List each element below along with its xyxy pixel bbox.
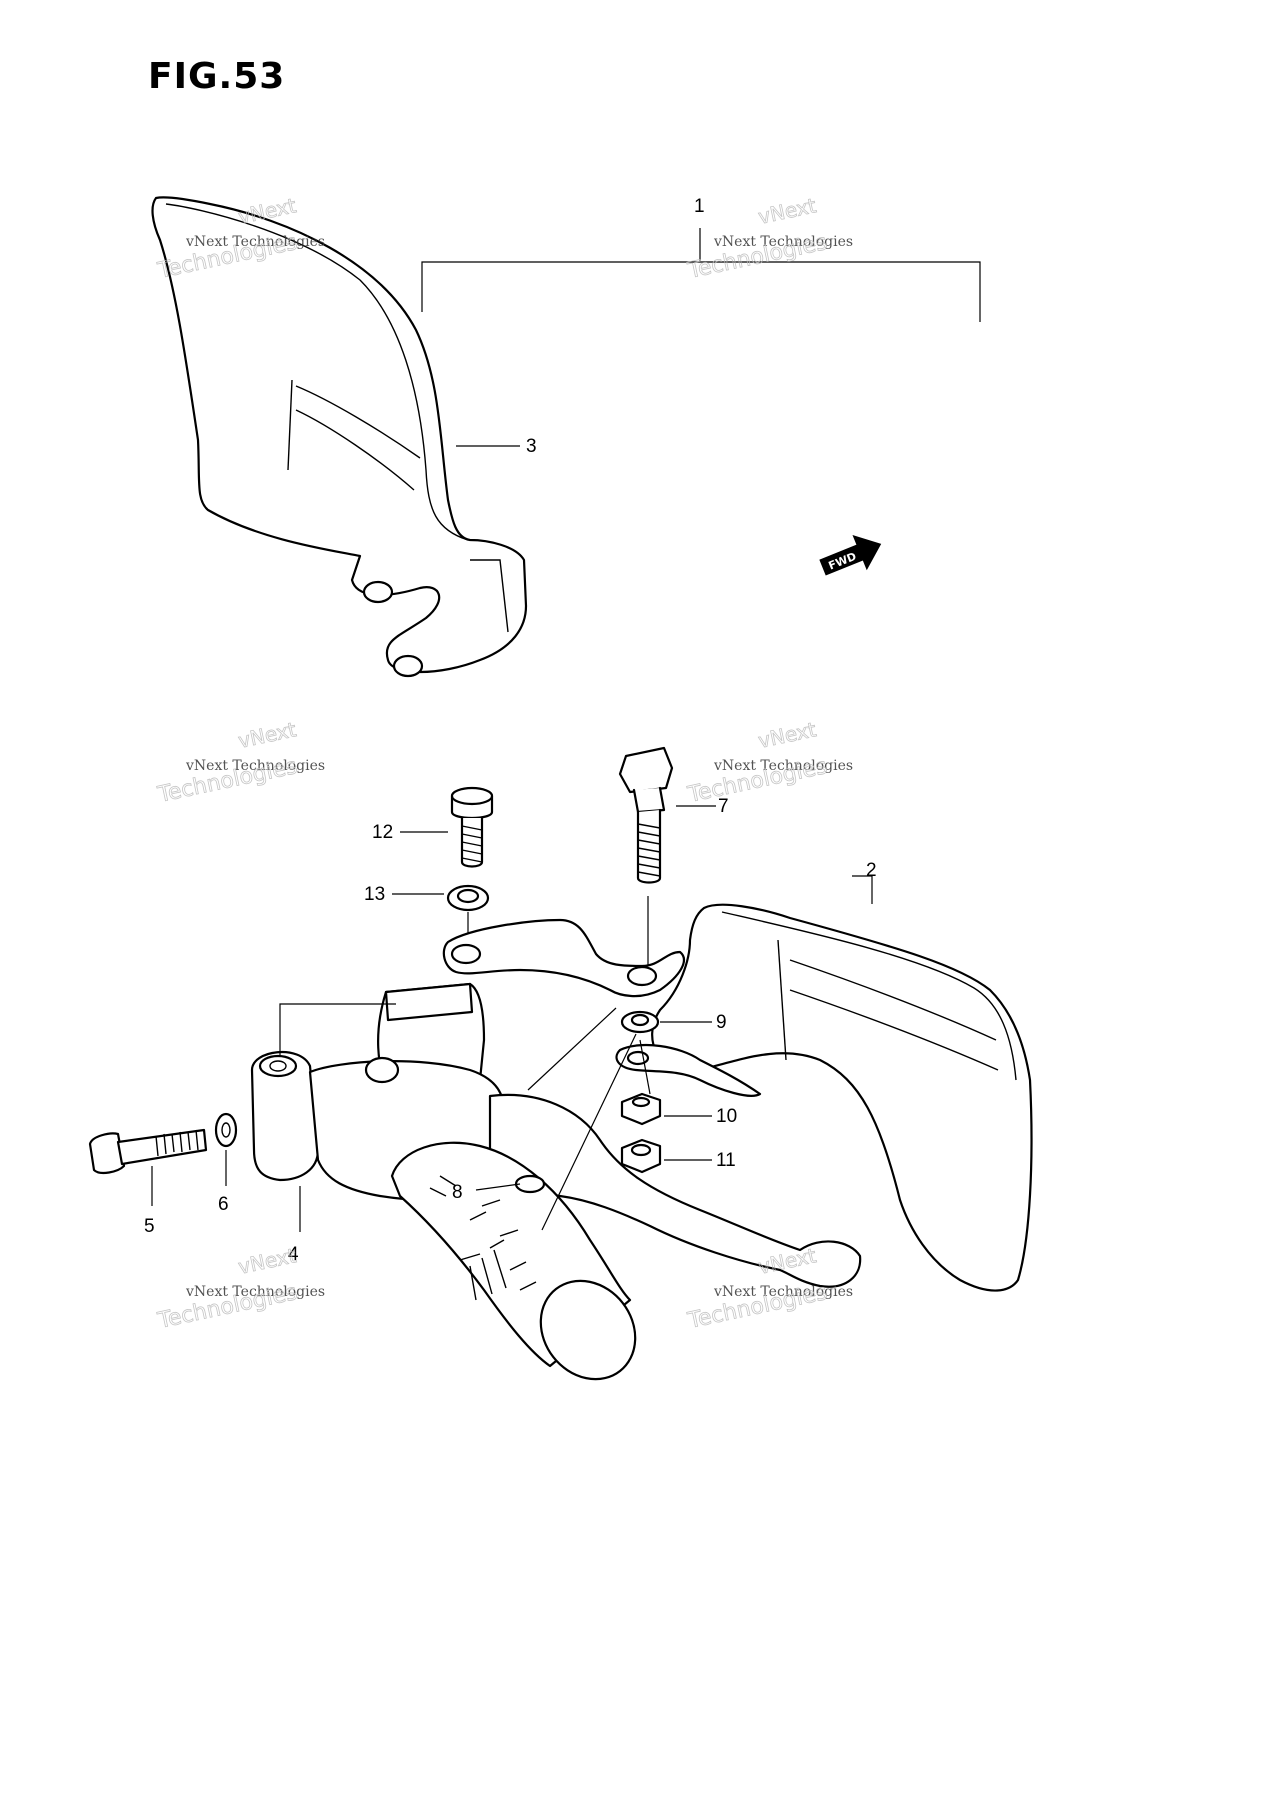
svg-text:vNext Technologies: vNext Technologies — [185, 758, 325, 774]
callout-7: 7 — [718, 796, 729, 817]
callout-1: 1 — [694, 196, 705, 217]
nut-11: 11 — [620, 1138, 736, 1174]
assembly-bracket-1: 1 — [421, 196, 981, 322]
bolt-7: 7 — [618, 746, 729, 966]
svg-text:vNext: vNext — [236, 1243, 298, 1279]
hand-guard-upper — [151, 196, 528, 678]
callout-3: 3 — [526, 436, 537, 457]
mounting-bracket — [442, 918, 685, 998]
watermark-mid-left: vNext vNext Technologies Technologies — [155, 717, 325, 809]
callout-4: 4 — [288, 1244, 299, 1265]
handlebar-grip: 8 — [390, 1141, 637, 1381]
callout-2: 2 — [866, 860, 877, 881]
collar-13: 13 — [364, 884, 490, 950]
callout-5: 5 — [144, 1216, 155, 1237]
callout-6: 6 — [218, 1194, 229, 1215]
assembly-leaders — [527, 1007, 651, 1231]
callout-10: 10 — [716, 1106, 737, 1127]
watermark-top-right: vNext vNext Technologies Technologies — [685, 193, 853, 285]
callout-9: 9 — [716, 1012, 727, 1033]
fwd-label: FWD — [827, 550, 859, 573]
watermark-bottom-left: vNext vNext Technologies Technologies — [155, 1243, 325, 1335]
callout-12: 12 — [372, 822, 393, 843]
callout-8: 8 — [452, 1182, 463, 1203]
callout-11: 11 — [716, 1150, 736, 1171]
svg-text:vNext: vNext — [756, 717, 818, 753]
watermark-mid-right: vNext vNext Technologies Technologies — [685, 717, 853, 809]
nut-10: 10 — [620, 1092, 737, 1127]
svg-text:vNext Technologies: vNext Technologies — [185, 1284, 325, 1300]
svg-text:vNext Technologies: vNext Technologies — [185, 234, 325, 250]
svg-text:vNext Technologies: vNext Technologies — [713, 1284, 853, 1300]
washer-9: 9 — [620, 1010, 727, 1034]
callout-13: 13 — [364, 884, 385, 905]
washer-6: 6 — [214, 1112, 238, 1215]
hand-guard-lower: 2 — [651, 860, 1033, 1292]
fwd-arrow-icon: FWD — [819, 534, 882, 576]
bolt-12: 12 — [372, 786, 494, 868]
svg-text:vNext Technologies: vNext Technologies — [713, 234, 853, 250]
svg-text:vNext Technologies: vNext Technologies — [713, 758, 853, 774]
figure-title: FIG.53 — [148, 56, 286, 97]
lever — [488, 1093, 862, 1288]
svg-text:vNext: vNext — [756, 193, 818, 229]
bolt-5: 5 — [88, 1128, 208, 1237]
svg-text:vNext: vNext — [236, 717, 298, 753]
